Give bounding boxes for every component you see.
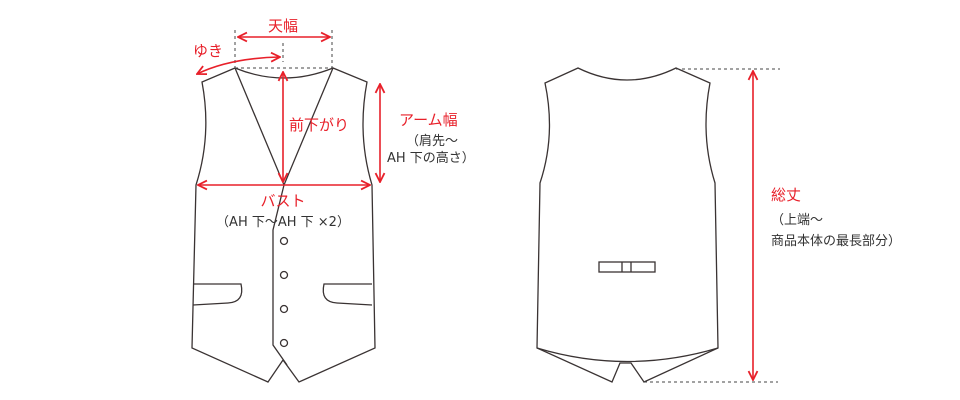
front-vest-body (191, 67, 376, 383)
belt-strap (598, 261, 656, 273)
left-pocket (192, 283, 243, 306)
shoulder-width-label: 天幅 (268, 17, 298, 35)
back-hem-curve (536, 347, 719, 363)
button (279, 270, 289, 280)
bust-label: バスト (260, 192, 305, 210)
front-vest (191, 67, 376, 383)
back-vest (536, 67, 719, 383)
button (279, 236, 289, 246)
sleeve-arrow (197, 57, 280, 74)
button (279, 304, 289, 314)
front-drop-label: 前下がり (289, 116, 349, 134)
right-pocket (322, 283, 373, 306)
armhole-note-2: AH 下の高さ） (387, 150, 475, 166)
neck-guide (235, 43, 332, 69)
armhole-label: アーム幅 (399, 111, 458, 129)
sleeve-label: ゆき (193, 42, 223, 60)
back-belt (598, 261, 656, 273)
length-label: 総丈 (771, 186, 801, 204)
belt-buckle (621, 262, 632, 272)
armhole-note-1: （肩先〜 (406, 133, 458, 149)
length-note-2: 商品本体の最長部分） (771, 234, 901, 249)
back-vest-body (536, 67, 719, 383)
length-note-1: （上端〜 (771, 213, 823, 228)
buttons (279, 236, 289, 348)
bust-note: （AH 下〜AH 下 ×2） (216, 215, 350, 230)
front-placket (272, 184, 288, 366)
button (279, 338, 289, 348)
